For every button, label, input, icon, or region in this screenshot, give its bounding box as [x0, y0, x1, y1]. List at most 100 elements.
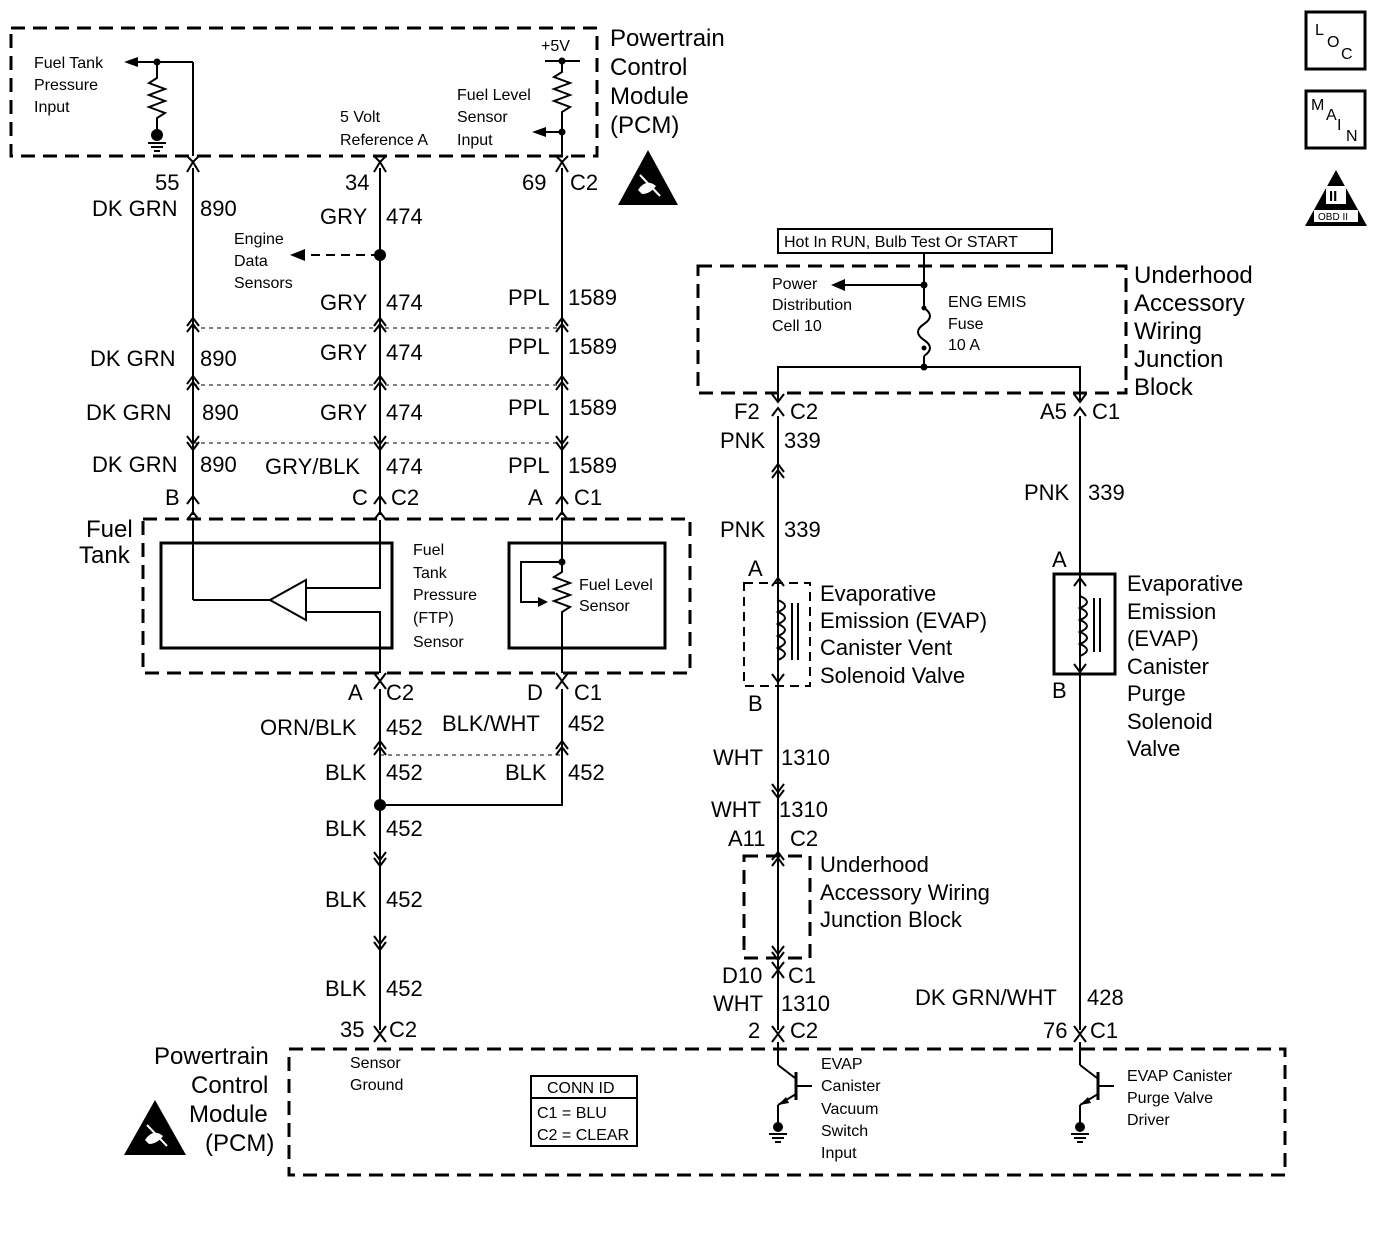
pcm-bottom-connector-35: [373, 1025, 387, 1043]
wire-wht-1: WHT: [713, 745, 763, 770]
fuel-level-label-2: Sensor: [579, 598, 630, 615]
pull-down-resistor-icon: [124, 57, 193, 152]
wire-1589-4: 1589: [568, 453, 617, 478]
plus-5v-label: +5V: [541, 38, 570, 55]
purge-label-1: Evaporative: [1127, 571, 1243, 596]
conn-a-top: A: [528, 485, 543, 510]
wire-dkgrn-1: DK GRN: [92, 196, 178, 221]
svg-text:C: C: [1341, 46, 1353, 63]
conn-f2-c2: C2: [790, 399, 818, 424]
wire-339-1: 339: [784, 428, 821, 453]
uawjb2-label-2: Accessory Wiring: [820, 880, 990, 905]
wire-pnk-2: PNK: [720, 517, 766, 542]
fuel-level-label-1: Fuel Level: [579, 577, 653, 594]
uawjb-label-2: Accessory: [1134, 290, 1245, 317]
wire-blkwht: BLK/WHT: [442, 711, 540, 736]
conn-a5-c1: C1: [1092, 399, 1120, 424]
wire-dkgrn-4: DK GRN: [92, 452, 178, 477]
wire-890-3: 890: [202, 400, 239, 425]
conn-f2: F2: [734, 399, 760, 424]
power-dist-label-1: Power: [772, 276, 818, 293]
purge-label-6: Solenoid: [1127, 709, 1213, 734]
conn-id-box: [530, 1075, 638, 1147]
pin-2-c2: C2: [790, 1018, 818, 1043]
wire-474-2: 474: [386, 290, 423, 315]
inline-connector-2: [186, 374, 569, 391]
wire-ornblk: ORN/BLK: [260, 715, 357, 740]
svg-text:O: O: [1327, 34, 1339, 51]
ftp-sensor-box: [159, 541, 394, 650]
inline-connector-3: [186, 435, 569, 452]
conn-a11: A11: [728, 826, 766, 851]
purge-label-2: Emission: [1127, 599, 1216, 624]
wire-blk-2: BLK: [505, 760, 547, 785]
purge-label-3: (EVAP): [1127, 626, 1199, 651]
pin-76: 76: [1043, 1018, 1067, 1043]
wire-890-1: 890: [200, 196, 237, 221]
pcm-bottom-title-line1: Powertrain: [154, 1043, 269, 1070]
main-icon: M A I N: [1304, 89, 1367, 150]
wire-1589-2: 1589: [568, 334, 617, 359]
fuel-tank-label-2: Tank: [79, 542, 131, 569]
wire-gry-3: GRY: [320, 340, 368, 365]
purge-driver-label-3: Driver: [1127, 1112, 1170, 1129]
ftp-input-label-3: Input: [34, 99, 70, 116]
wire-474-4: 474: [386, 400, 423, 425]
conn-d: D: [527, 680, 543, 705]
uawjb2-pass-through: [771, 850, 785, 962]
conn-id-title: CONN ID: [547, 1080, 615, 1097]
wire-gry-2: GRY: [320, 290, 368, 315]
wire-1310-1: 1310: [781, 745, 830, 770]
fuel-tank-top-connector: [186, 494, 569, 521]
conn-a5: A5: [1040, 399, 1067, 424]
wire-474-1: 474: [386, 204, 423, 229]
svg-text:I: I: [1337, 117, 1341, 134]
loc-icon: L O C: [1304, 10, 1367, 71]
wire-dkgrnwht: DK GRN/WHT: [915, 985, 1057, 1010]
esd-warning-icon-top: [618, 150, 678, 205]
conn-d10: D10: [722, 963, 762, 988]
wire-gry-1: GRY: [320, 204, 368, 229]
wire-452-7: 452: [386, 976, 423, 1001]
wire-gry-4: GRY: [320, 400, 368, 425]
fls-input-label-3: Input: [457, 132, 493, 149]
ftp-label-4: (FTP): [413, 610, 454, 627]
pull-up-resistor-icon: [532, 57, 580, 156]
ref-label-1: 5 Volt: [340, 109, 381, 126]
conn-c1-bottom: C1: [574, 680, 602, 705]
fls-input-label-2: Sensor: [457, 109, 508, 126]
ftp-amplifier-icon: [192, 520, 381, 673]
wire-339-3: 339: [1088, 480, 1125, 505]
conn-d10-c1: C1: [788, 963, 816, 988]
purge-pin-a: A: [1052, 547, 1067, 572]
wire-blk-1: BLK: [325, 760, 367, 785]
uawjb2-label-3: Junction Block: [820, 907, 963, 932]
conn-a-bottom: A: [348, 680, 363, 705]
wire-452-4: 452: [568, 760, 605, 785]
wire-wht-3: WHT: [713, 991, 763, 1016]
wire-452-1: 452: [386, 715, 423, 740]
wire-dkgrn-2: DK GRN: [90, 346, 176, 371]
fuse-label-3: 10 A: [948, 337, 980, 354]
wire-dkgrn-3: DK GRN: [86, 400, 172, 425]
fuse-label-1: ENG EMIS: [948, 294, 1026, 311]
inline-connector-6: [373, 935, 387, 952]
conn-c2-top: C2: [391, 485, 419, 510]
pcm-bottom-connectors: [771, 1025, 1087, 1043]
pcm-bottom-title-line2: Control: [191, 1072, 268, 1099]
engine-data-label-3: Sensors: [234, 275, 293, 292]
wire-428: 428: [1087, 985, 1124, 1010]
wire-blk-4: BLK: [325, 887, 367, 912]
conn-a11-c2: C2: [790, 826, 818, 851]
wire-1310-3: 1310: [781, 991, 830, 1016]
fuse-icon: [917, 307, 931, 357]
purge-pin-b: B: [1052, 678, 1067, 703]
vent-label-4: Solenoid Valve: [820, 663, 965, 688]
fuse-circuit: [777, 253, 1081, 400]
fuel-tank-label-1: Fuel: [86, 516, 133, 543]
svg-text:M: M: [1311, 97, 1324, 114]
inline-connector-8: [771, 783, 785, 800]
vacuum-switch-label-2: Canister: [821, 1078, 881, 1095]
evap-purge-solenoid-box: [1052, 572, 1117, 676]
